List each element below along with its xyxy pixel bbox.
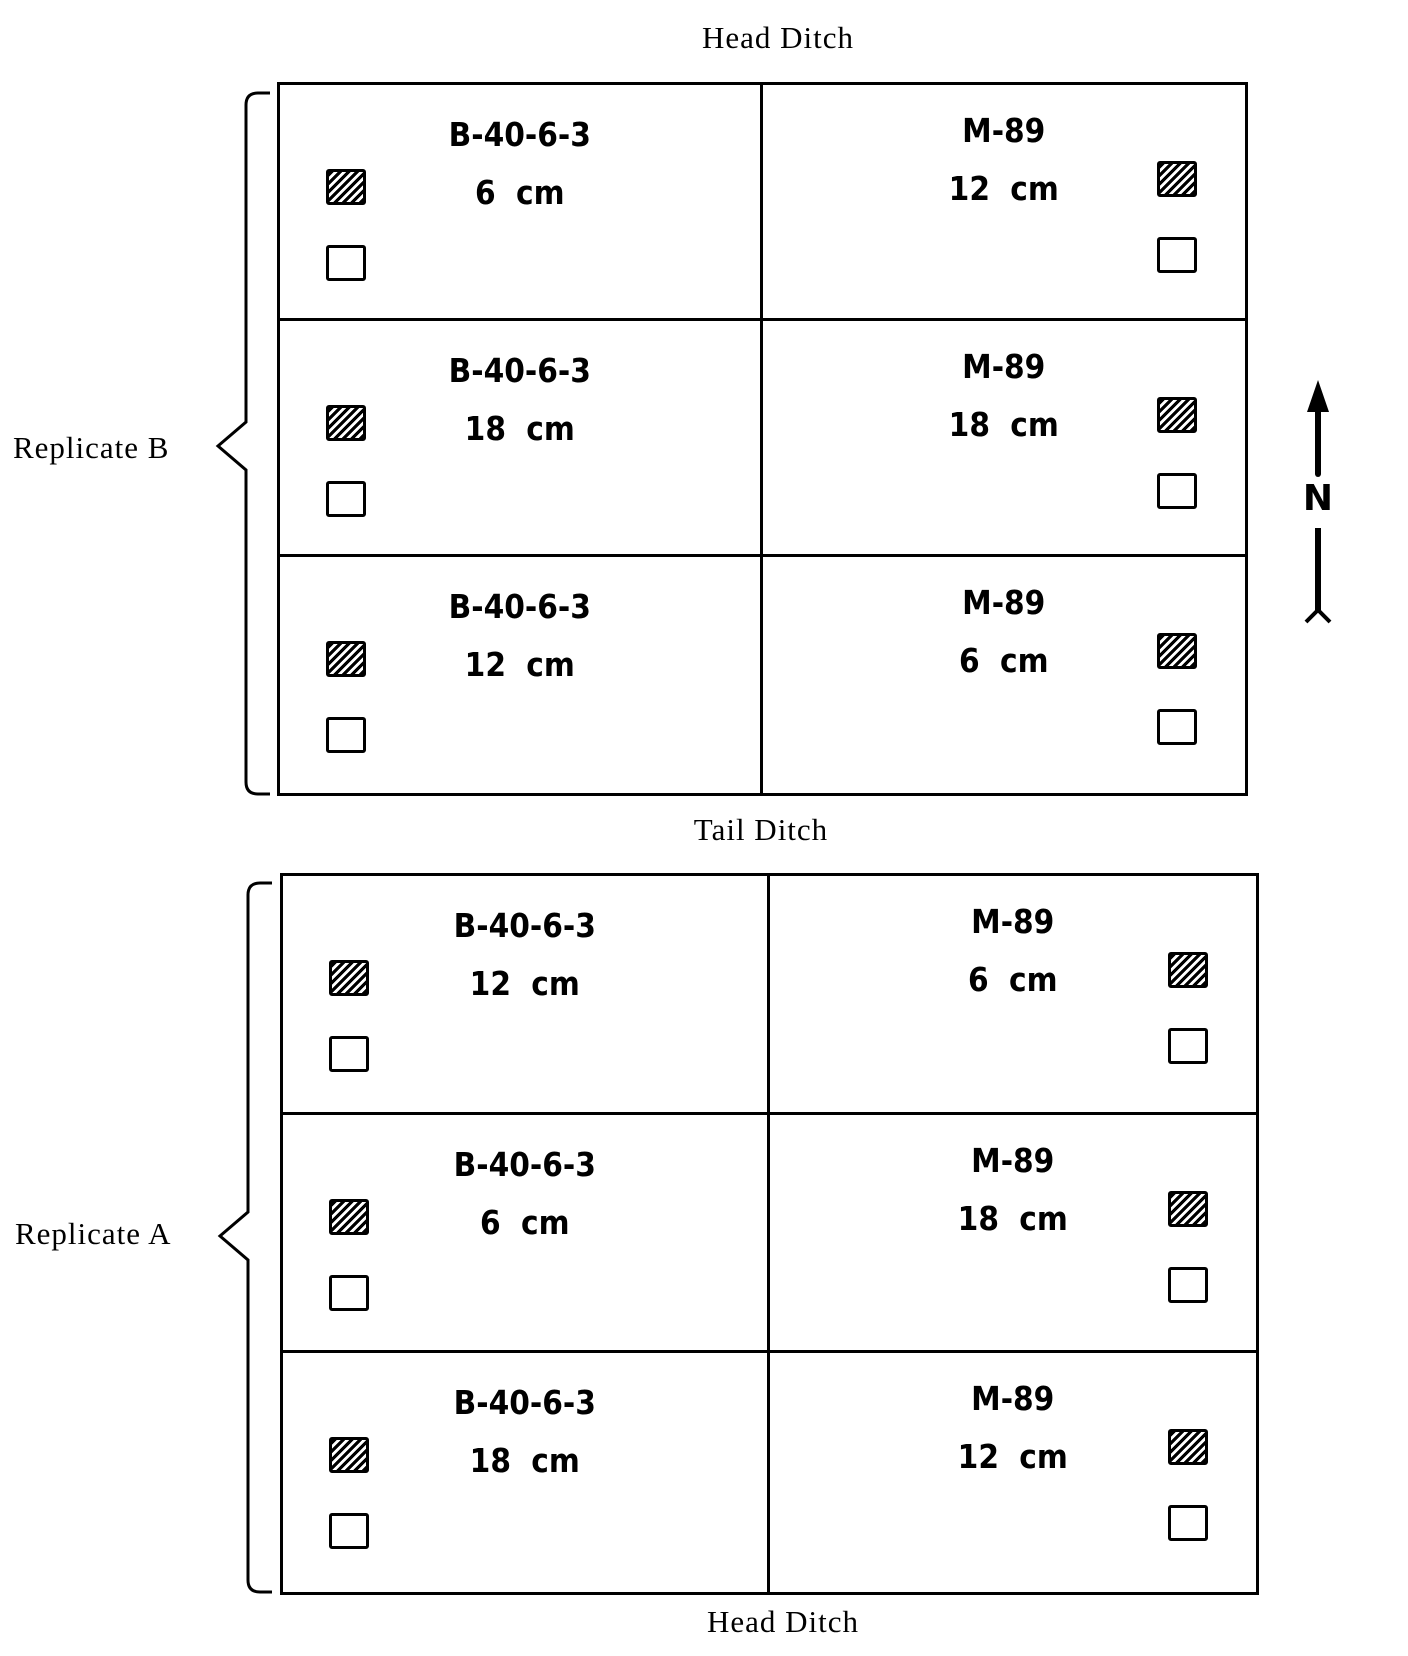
empty-subplot-icon <box>329 1274 369 1311</box>
hatched-subplot-icon <box>326 405 366 441</box>
empty-subplot-icon <box>1168 1505 1208 1542</box>
north-label: N <box>1302 478 1334 519</box>
empty-subplot-icon <box>1168 1028 1208 1064</box>
depth-label: 6 cm <box>958 641 1049 680</box>
empty-subplot-icon <box>326 481 366 517</box>
plot: M-89 6 cm <box>763 557 1246 793</box>
tail-ditch-label: Tail Ditch <box>693 812 829 847</box>
variety-label: B-40-6-3 <box>448 587 591 626</box>
variety-label: M-89 <box>971 1379 1055 1419</box>
variety-label: B-40-6-3 <box>453 1144 596 1184</box>
depth-label: 6 cm <box>479 1202 570 1242</box>
plot: B-40-6-3 12 cm <box>283 876 770 1115</box>
depth-label: 12 cm <box>464 645 575 684</box>
replicate-a-label: Replicate A <box>15 1216 172 1251</box>
hatched-subplot-icon <box>1168 1190 1208 1227</box>
variety-label: M-89 <box>962 347 1046 386</box>
variety-label: B-40-6-3 <box>448 351 591 390</box>
empty-subplot-icon <box>1157 473 1197 509</box>
depth-label: 18 cm <box>464 409 575 448</box>
hatched-subplot-icon <box>326 641 366 677</box>
plot: M-89 12 cm <box>762 85 1245 321</box>
empty-subplot-icon <box>329 1036 369 1072</box>
depth-label: 12 cm <box>948 169 1059 208</box>
replicate-b-block: B-40-6-3 6 cm M-89 12 cm B-40-6-3 18 cm … <box>277 82 1248 796</box>
head-ditch-top-label: Head Ditch <box>701 20 855 55</box>
head-ditch-bottom-label: Head Ditch <box>706 1604 860 1639</box>
plot: M-89 18 cm <box>762 321 1245 557</box>
plot: M-89 18 cm <box>769 1115 1256 1354</box>
depth-label: 18 cm <box>469 1441 580 1481</box>
depth-label: 6 cm <box>474 173 565 212</box>
plot: M-89 6 cm <box>769 876 1256 1115</box>
depth-label: 18 cm <box>948 405 1059 444</box>
hatched-subplot-icon <box>1157 633 1197 669</box>
empty-subplot-icon <box>329 1513 369 1550</box>
plot: B-40-6-3 18 cm <box>280 321 763 557</box>
hatched-subplot-icon <box>329 1437 369 1474</box>
variety-label: B-40-6-3 <box>453 1383 596 1423</box>
empty-subplot-icon <box>1157 709 1197 745</box>
hatched-subplot-icon <box>1157 161 1197 197</box>
plot: B-40-6-3 6 cm <box>280 85 763 321</box>
plot: B-40-6-3 12 cm <box>280 557 763 793</box>
plot: B-40-6-3 6 cm <box>283 1114 770 1354</box>
empty-subplot-icon <box>1168 1266 1208 1303</box>
variety-label: M-89 <box>971 902 1055 941</box>
depth-label: 6 cm <box>967 960 1058 999</box>
depth-label: 18 cm <box>957 1198 1068 1238</box>
hatched-subplot-icon <box>1157 397 1197 433</box>
empty-subplot-icon <box>1157 237 1197 273</box>
variety-label: M-89 <box>971 1140 1055 1180</box>
replicate-b-label: Replicate B <box>13 430 170 465</box>
hatched-subplot-icon <box>326 169 366 205</box>
plot: M-89 12 cm <box>770 1353 1257 1592</box>
depth-label: 12 cm <box>469 964 580 1003</box>
hatched-subplot-icon <box>1168 1429 1208 1466</box>
plot: B-40-6-3 18 cm <box>283 1353 770 1592</box>
variety-label: M-89 <box>962 111 1046 150</box>
variety-label: B-40-6-3 <box>448 115 591 154</box>
hatched-subplot-icon <box>329 1198 369 1235</box>
variety-label: M-89 <box>962 583 1046 622</box>
replicate-b-brace-icon <box>215 91 270 796</box>
north-arrow-icon <box>1304 380 1332 624</box>
hatched-subplot-icon <box>329 960 369 996</box>
empty-subplot-icon <box>326 245 366 281</box>
replicate-a-brace-icon <box>217 881 272 1594</box>
empty-subplot-icon <box>326 717 366 753</box>
hatched-subplot-icon <box>1168 952 1208 988</box>
replicate-a-block: B-40-6-3 12 cm M-89 6 cm B-40-6-3 6 cm M… <box>280 873 1259 1595</box>
variety-label: B-40-6-3 <box>453 906 596 945</box>
depth-label: 12 cm <box>957 1437 1068 1477</box>
